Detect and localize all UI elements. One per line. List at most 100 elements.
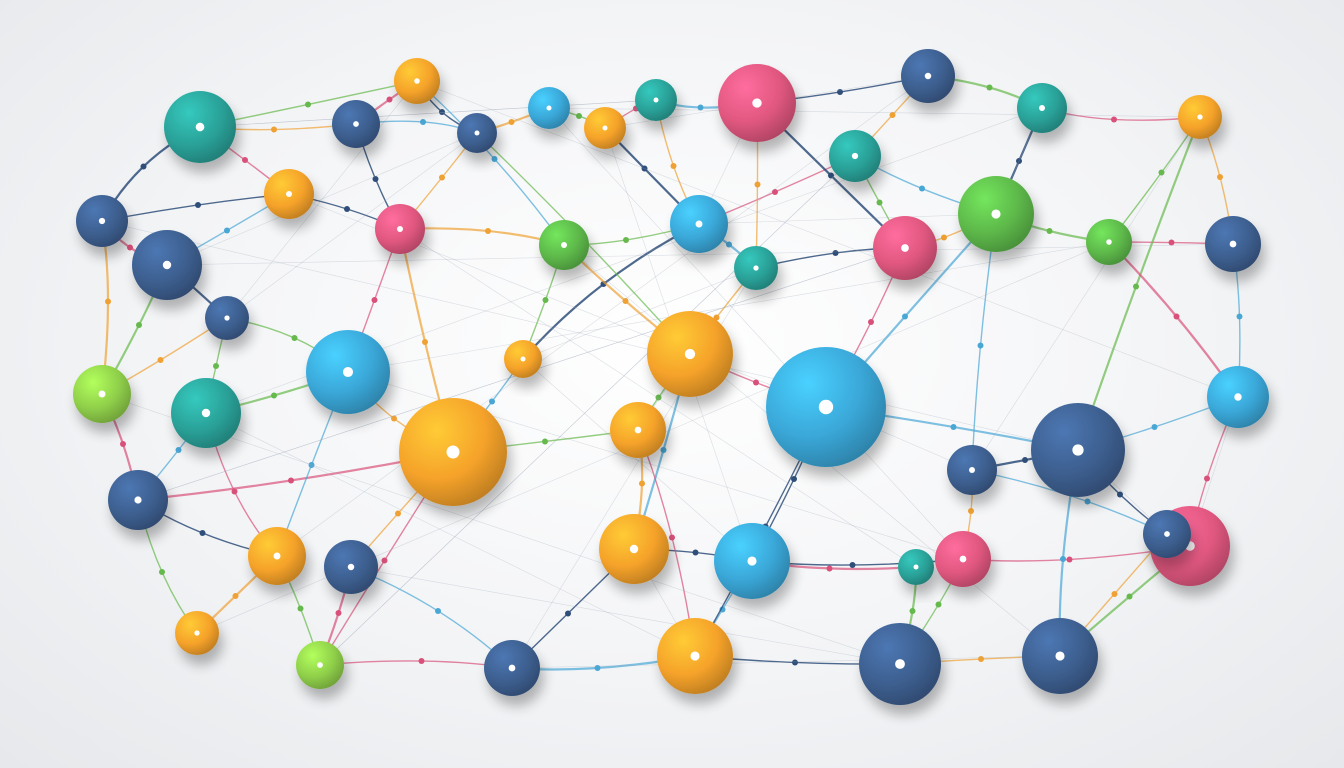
link-junction-dot <box>576 113 582 119</box>
node-center-dot <box>1106 239 1112 245</box>
node-center-dot <box>508 664 516 672</box>
link-junction-dot <box>1046 228 1053 234</box>
link-junction-dot <box>1111 591 1118 597</box>
link-junction-dot <box>1236 313 1243 320</box>
node-center-dot <box>98 390 106 398</box>
link-junction-dot <box>791 476 797 482</box>
link-junction-dot <box>1158 169 1165 176</box>
node-center-dot <box>901 244 909 252</box>
link-junction-dot <box>837 89 843 95</box>
link-junction-dot <box>136 322 142 328</box>
node-center-dot <box>446 445 460 459</box>
link-junction-dot <box>832 250 839 256</box>
network-link <box>350 566 513 669</box>
link-junction-dot <box>1133 283 1139 290</box>
link-junction-dot <box>902 313 908 320</box>
network-link <box>319 660 513 669</box>
link-junction-dot <box>1217 174 1223 180</box>
link-junction-dot <box>726 241 732 248</box>
faint-link <box>166 243 1234 266</box>
link-junction-dot <box>271 392 277 399</box>
link-junction-dot <box>968 508 974 514</box>
node-center-dot <box>194 630 200 636</box>
link-junction-dot <box>754 181 761 188</box>
link-junction-dot <box>542 297 549 303</box>
link-junction-dot <box>395 510 401 517</box>
link-junction-dot <box>120 441 126 447</box>
link-junction-dot <box>175 447 182 453</box>
link-junction-dot <box>491 156 498 162</box>
node-center-dot <box>1072 444 1084 456</box>
faint-link <box>101 393 901 665</box>
link-junction-dot <box>485 228 491 234</box>
faint-link <box>226 80 418 319</box>
faint-link <box>971 116 1201 471</box>
link-junction-dot <box>508 119 515 125</box>
faint-link <box>416 80 1239 398</box>
faint-link <box>226 132 478 319</box>
link-junction-dot <box>213 363 219 369</box>
node-layer <box>73 49 1269 705</box>
faint-link <box>101 220 1079 451</box>
link-junction-dot <box>772 189 778 195</box>
link-junction-dot <box>420 119 426 125</box>
node-center-dot <box>134 496 142 504</box>
node-center-dot <box>273 552 281 560</box>
link-junction-dot <box>1111 116 1117 123</box>
link-junction-dot <box>876 199 883 206</box>
link-junction-dot <box>391 415 397 422</box>
link-junction-dot <box>1117 491 1123 498</box>
faint-link <box>522 358 753 562</box>
node-center-dot <box>991 209 1001 219</box>
link-junction-dot <box>697 104 704 111</box>
node-center-dot <box>98 217 106 225</box>
link-junction-dot <box>909 608 916 614</box>
node-center-dot <box>1234 393 1242 401</box>
node-center-dot <box>414 78 420 84</box>
link-junction-dot <box>1022 457 1028 463</box>
node-center-dot <box>342 366 354 378</box>
link-junction-dot <box>641 165 648 172</box>
link-junction-dot <box>195 202 201 208</box>
node-center-dot <box>1164 531 1170 537</box>
node-center-dot <box>474 130 480 136</box>
link-junction-dot <box>623 237 629 243</box>
link-junction-dot <box>439 174 445 181</box>
link-junction-dot <box>826 565 833 572</box>
link-junction-dot <box>828 172 834 179</box>
link-junction-dot <box>288 477 294 484</box>
node-center-dot <box>959 555 967 563</box>
link-junction-dot <box>660 447 667 453</box>
link-junction-dot <box>713 314 720 321</box>
link-junction-dot <box>1168 239 1175 246</box>
node-center-dot <box>1197 114 1203 120</box>
node-center-dot <box>397 226 403 232</box>
link-junction-dot <box>105 298 111 305</box>
link-junction-dot <box>372 176 379 182</box>
link-junction-dot <box>140 163 147 170</box>
link-junction-dot <box>935 601 942 608</box>
node-center-dot <box>1055 651 1065 661</box>
link-junction-dot <box>232 593 239 599</box>
link-junction-dot <box>386 96 393 103</box>
link-junction-dot <box>594 665 601 671</box>
link-junction-dot <box>792 659 798 666</box>
node-center-dot <box>695 220 703 228</box>
link-junction-dot <box>381 557 388 564</box>
node-center-dot <box>1039 105 1045 111</box>
link-junction-dot <box>418 658 425 664</box>
link-junction-dot <box>371 297 378 303</box>
faint-link <box>199 99 657 128</box>
faint-link <box>350 566 901 665</box>
node-center-dot <box>195 122 205 132</box>
node-center-dot <box>546 105 552 111</box>
node-center-dot <box>162 260 172 270</box>
link-junction-dot <box>157 357 164 363</box>
link-junction-dot <box>344 206 350 212</box>
node-center-dot <box>1229 240 1237 248</box>
link-junction-dot <box>919 185 925 192</box>
link-junction-dot <box>305 101 311 108</box>
link-junction-dot <box>868 319 874 325</box>
